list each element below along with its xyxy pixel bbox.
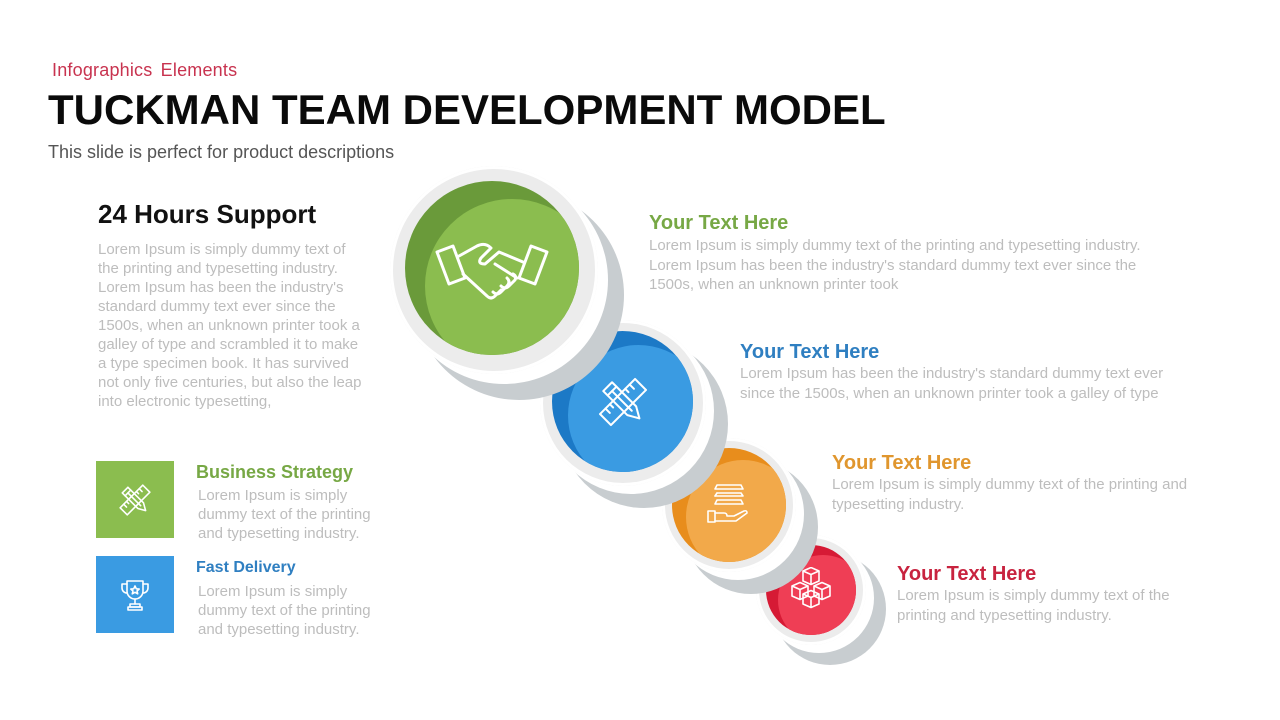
- pencil-ruler-icon: [598, 377, 647, 426]
- cubes-icon: [791, 567, 831, 609]
- support-heading: 24 Hours Support: [98, 199, 317, 229]
- kicker-label: Infographics Elements: [52, 60, 238, 80]
- business-strategy-title: Business Strategy: [196, 462, 354, 482]
- step-3-body: Lorem Ipsum is simply dummy text of the …: [832, 476, 1188, 513]
- handshake-icon: [435, 242, 549, 300]
- step-4-body: Lorem Ipsum is simply dummy text of the …: [897, 587, 1170, 624]
- page-subtitle: This slide is perfect for product descri…: [48, 142, 395, 162]
- step-2-title: Your Text Here: [740, 341, 880, 363]
- business-strategy-icon-box: [96, 461, 174, 538]
- step-3-title: Your Text Here: [832, 452, 972, 474]
- support-body-text: Lorem Ipsum is simply dummy text of the …: [98, 241, 362, 410]
- fast-delivery-body: Lorem Ipsum is simply dummy text of the …: [198, 583, 371, 638]
- fast-delivery-icon-box: [96, 556, 174, 633]
- step-1-title: Your Text Here: [649, 212, 789, 234]
- trophy-icon: [121, 579, 149, 611]
- step-4-title: Your Text Here: [897, 563, 1037, 585]
- fast-delivery-title: Fast Delivery: [196, 559, 296, 576]
- pencil-ruler-icon: [119, 483, 151, 516]
- page-title: TUCKMAN TEAM DEVELOPMENT MODEL: [48, 86, 886, 133]
- stack-in-hand-icon: [707, 484, 748, 523]
- business-strategy-body: Lorem Ipsum is simply dummy text of the …: [198, 487, 371, 542]
- step-1-body: Lorem Ipsum is simply dummy text of the …: [649, 237, 1141, 293]
- step-2-body: Lorem Ipsum has been the industry's stan…: [740, 365, 1164, 402]
